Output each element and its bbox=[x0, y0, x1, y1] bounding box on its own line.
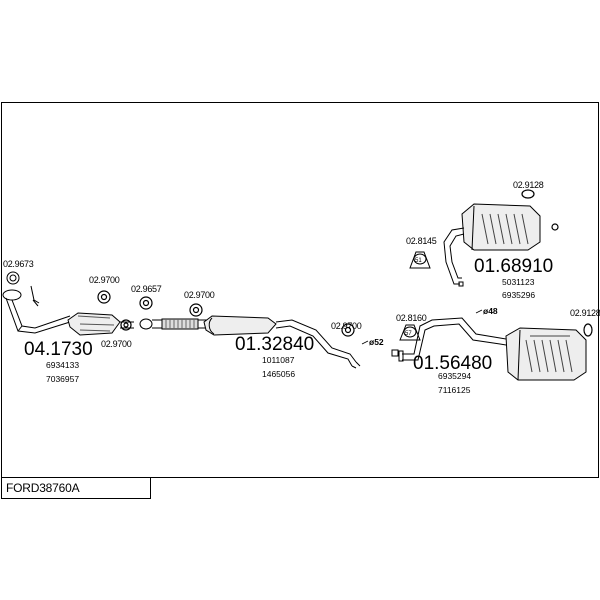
rubber-mount-icon bbox=[521, 189, 535, 199]
oe-reference: 6935294 bbox=[438, 371, 471, 381]
main-part-number: 01.68910 bbox=[474, 256, 553, 277]
main-part-number: 01.32840 bbox=[235, 334, 314, 355]
part-number: 02.9700 bbox=[89, 275, 120, 285]
part-number: 02.9700 bbox=[331, 321, 362, 331]
bracket-icon bbox=[30, 285, 40, 307]
oe-reference: 7116125 bbox=[438, 385, 471, 395]
rubber-mount-icon bbox=[583, 323, 593, 337]
front-silencer bbox=[203, 315, 361, 369]
oe-reference: 6934133 bbox=[46, 360, 79, 370]
gasket-icon bbox=[6, 271, 20, 285]
diagram-frame bbox=[1, 102, 599, 478]
rubber-mount-icon bbox=[341, 323, 355, 337]
part-number: 02.8145 bbox=[406, 236, 437, 246]
part-number: 02.9700 bbox=[101, 339, 132, 349]
rubber-mount-icon bbox=[551, 223, 559, 231]
clamp-size-label: 51 bbox=[415, 258, 422, 264]
dimension-marker bbox=[361, 309, 483, 345]
clamp-size-label: 57 bbox=[405, 331, 412, 337]
part-number: 02.9128 bbox=[513, 180, 544, 190]
part-number: 02.9673 bbox=[3, 259, 34, 269]
intermediate-pipe bbox=[398, 317, 513, 362]
part-number: 02.9657 bbox=[131, 284, 162, 294]
front-downpipe bbox=[2, 289, 71, 334]
part-number: 02.8160 bbox=[396, 313, 427, 323]
oe-reference: 6935296 bbox=[502, 290, 535, 300]
rear-silencer-upper bbox=[443, 203, 541, 287]
main-part-number: 01.56480 bbox=[413, 353, 492, 374]
oe-reference: 5031123 bbox=[502, 277, 535, 287]
clamp-51-icon bbox=[409, 251, 431, 269]
oe-reference: 7036957 bbox=[46, 374, 79, 384]
main-part-number: 04.1730 bbox=[24, 339, 93, 360]
clamp-57-icon bbox=[399, 324, 421, 341]
part-number: 02.9700 bbox=[184, 290, 215, 300]
part-number: 02.9128 bbox=[570, 308, 600, 318]
diameter-label: ø48 bbox=[483, 306, 498, 316]
gasket-icon bbox=[139, 296, 153, 310]
oe-reference: 1011087 bbox=[262, 355, 295, 365]
rear-silencer bbox=[505, 327, 587, 381]
diameter-label: ø52 bbox=[369, 337, 384, 347]
clamp-ring-icon bbox=[120, 319, 132, 331]
flex-pipe bbox=[139, 318, 208, 330]
diagram-code-box: FORD38760A bbox=[1, 478, 151, 499]
diagram-code: FORD38760A bbox=[6, 481, 80, 495]
pipe-clamp-icon bbox=[391, 349, 399, 357]
catalytic-converter bbox=[67, 312, 134, 336]
rubber-mount-icon bbox=[189, 303, 203, 317]
oe-reference: 1465056 bbox=[262, 369, 295, 379]
rubber-mount-icon bbox=[97, 290, 111, 304]
